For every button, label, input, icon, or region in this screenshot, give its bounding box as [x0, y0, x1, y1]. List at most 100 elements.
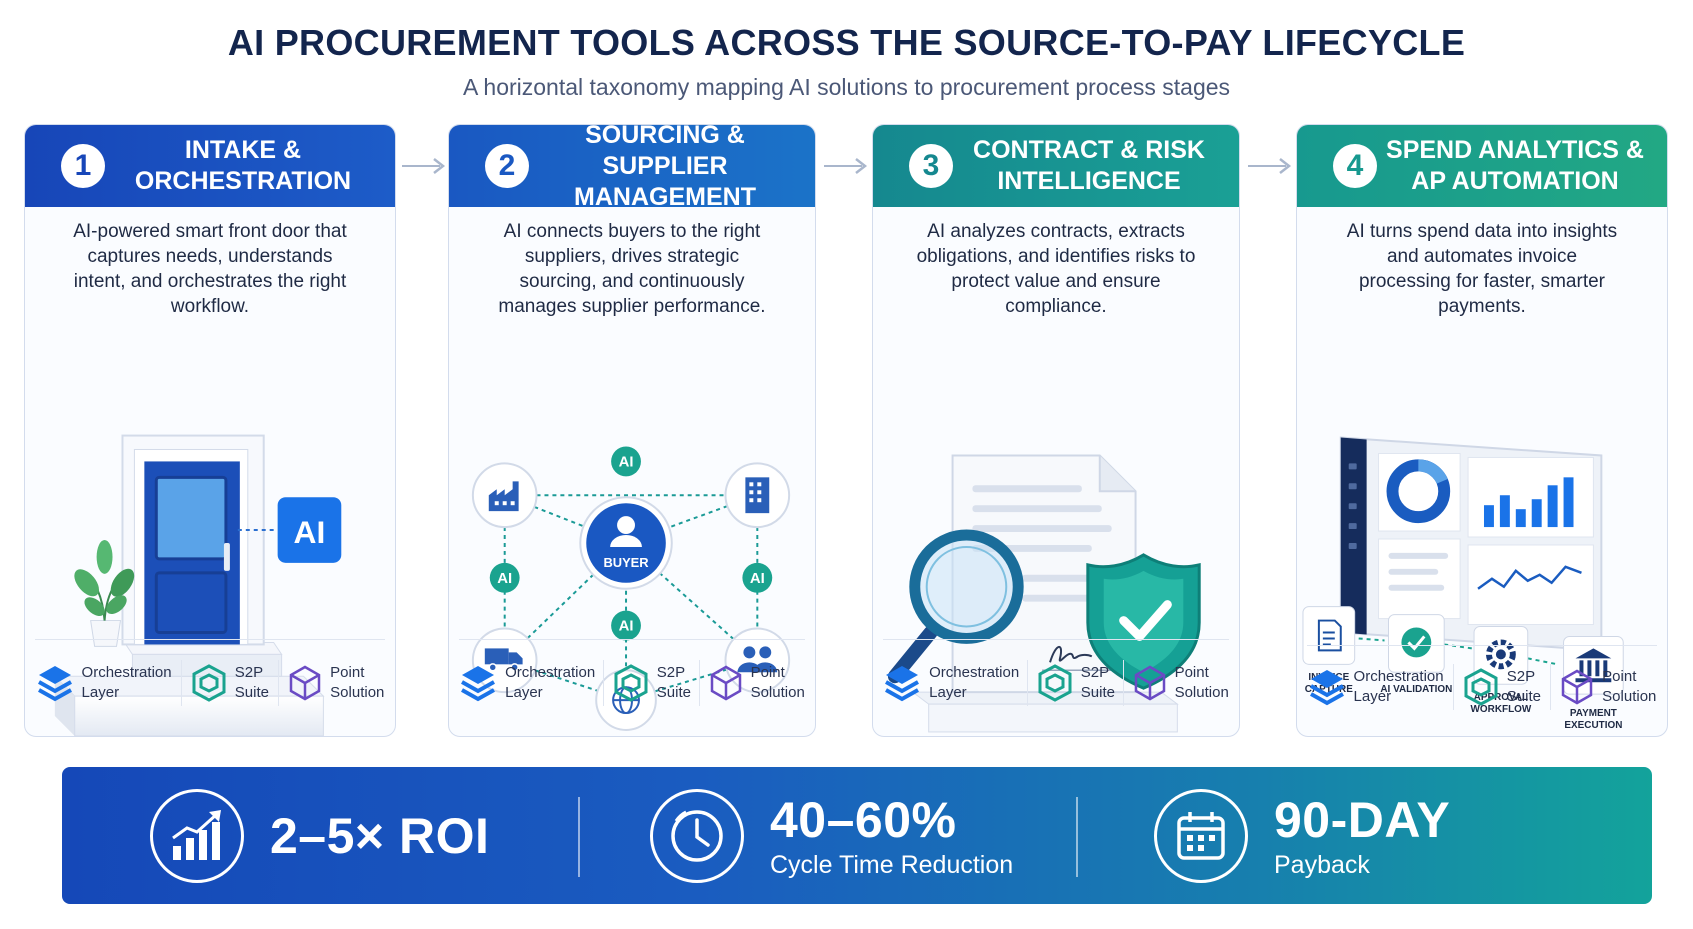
tag-separator: [278, 660, 280, 706]
cube-icon: [1134, 665, 1165, 701]
tag-label: Point: [1174, 664, 1209, 681]
tag-s2p-suite: S2P Suite: [1463, 667, 1541, 707]
tag-label: Orchestration: [929, 664, 1020, 681]
ai-chip: AI: [611, 446, 641, 477]
supplier-network-illustration: BUYER AI AI AI AI: [471, 446, 791, 731]
stat-value: 90-DAY: [1274, 792, 1451, 848]
ai-chip: AI: [611, 610, 641, 641]
cube-icon: [710, 665, 741, 701]
divider: [35, 639, 385, 640]
stage-header: 4 SPEND ANALYTICS & AP AUTOMATION: [1297, 125, 1667, 207]
stage-description: AI analyzes contracts, extracts obligati…: [916, 221, 1196, 317]
tag-separator: [699, 660, 701, 706]
tag-label: Point: [750, 664, 785, 681]
growth-chart-icon: [150, 788, 244, 883]
stage-title-line: SPEND ANALYTICS &: [1386, 136, 1644, 164]
stage-header: 1 INTAKE & ORCHESTRATION: [25, 125, 395, 207]
calendar-icon: [1154, 788, 1248, 883]
tag-label: Orchestration: [81, 664, 172, 681]
layers-icon: [1309, 670, 1344, 706]
banner-separator: [1076, 797, 1078, 877]
ai-chip: AI: [489, 562, 520, 593]
tag-label: Point: [1602, 668, 1637, 685]
tag-label: S2P: [234, 664, 264, 681]
cube-stack-icon: [614, 664, 648, 702]
stage-title-line: SOURCING & SUPPLIER: [585, 124, 745, 180]
buyer-node: BUYER: [579, 496, 673, 590]
cube-stack-icon: [1038, 664, 1072, 702]
tag-label: Solution: [330, 684, 385, 701]
buyer-label: BUYER: [603, 555, 649, 570]
flow-arrow-3: [1248, 158, 1292, 174]
divider: [1307, 645, 1657, 646]
page-subtitle: A horizontal taxonomy mapping AI solutio…: [462, 74, 1231, 100]
stage-number: 2: [485, 144, 529, 188]
tag-label: Orchestration: [505, 664, 596, 681]
step-ai-validation: [1388, 614, 1445, 673]
stage-title: INTAKE & ORCHESTRATION: [105, 135, 395, 197]
step-label: EXECUTION: [1564, 720, 1622, 731]
cube-icon: [289, 665, 321, 701]
stat-roi: 2–5× ROI: [150, 767, 489, 904]
step-label: APPROVAL: [1474, 692, 1528, 703]
layers-icon: [885, 666, 920, 702]
stat-label: Cycle Time Reduction: [770, 851, 1014, 879]
flow-arrow-1: [402, 158, 446, 174]
tag-separator: [1452, 664, 1454, 710]
stage-title-line: CONTRACT & RISK: [973, 136, 1205, 164]
step-label: CAPTURE: [1305, 684, 1353, 695]
ai-badge-label: AI: [294, 514, 326, 550]
step-approval-workflow: [1473, 626, 1529, 685]
stat-label: Payback: [1274, 851, 1370, 879]
stage-title-line: ORCHESTRATION: [134, 167, 352, 195]
tag-label: Point: [330, 664, 365, 681]
stat-value: 40–60%: [770, 792, 957, 848]
tag-label: Suite: [1080, 684, 1115, 701]
divider: [459, 639, 805, 640]
clock-icon: [650, 788, 744, 883]
tag-label: Layer: [505, 684, 543, 701]
step-label: WORKFLOW: [1471, 704, 1532, 715]
ai-chip-label: AI: [497, 571, 512, 587]
ai-chip-label: AI: [619, 454, 634, 470]
tag-label: Layer: [81, 684, 120, 701]
stage-title-line: INTAKE &: [184, 136, 302, 164]
analytics-dashboard-illustration: INVOICE CAPTURE AI VALIDATION APPROVAL W…: [1302, 436, 1624, 731]
stage-number: 1: [61, 144, 105, 188]
ai-chip: AI: [742, 562, 773, 593]
tag-label: S2P: [1506, 668, 1536, 685]
tag-separator: [1550, 664, 1552, 710]
flow-arrow-2: [824, 158, 868, 174]
ai-chip-label: AI: [750, 571, 765, 587]
supplier-node-factory: [471, 462, 538, 529]
stage-header: 2 SOURCING & SUPPLIER MANAGEMENT: [449, 124, 815, 211]
stat-value: 2–5× ROI: [270, 807, 490, 864]
cube-stack-icon: [1464, 668, 1498, 706]
tag-label: Layer: [929, 684, 967, 701]
banner-separator: [578, 797, 580, 877]
tag-label: Suite: [1506, 688, 1541, 705]
stat-cycle-time: 40–60% Cycle Time Reduction: [650, 767, 1013, 904]
ai-chip-label: AI: [619, 619, 634, 635]
tag-separator: [1027, 660, 1029, 706]
step-label: PAYMENT: [1570, 708, 1617, 719]
cube-icon: [1561, 669, 1593, 705]
stage-header: 3 CONTRACT & RISK INTELLIGENCE: [873, 125, 1239, 207]
front-door-illustration: AI: [53, 434, 342, 736]
supplier-node-building: [724, 462, 791, 529]
tag-label: Orchestration: [1353, 668, 1444, 685]
tag-label: S2P: [1080, 664, 1110, 681]
stage-title-line: INTELLIGENCE: [997, 167, 1181, 195]
tag-separator: [603, 660, 605, 706]
stage-title-line: AP AUTOMATION: [1411, 167, 1619, 195]
